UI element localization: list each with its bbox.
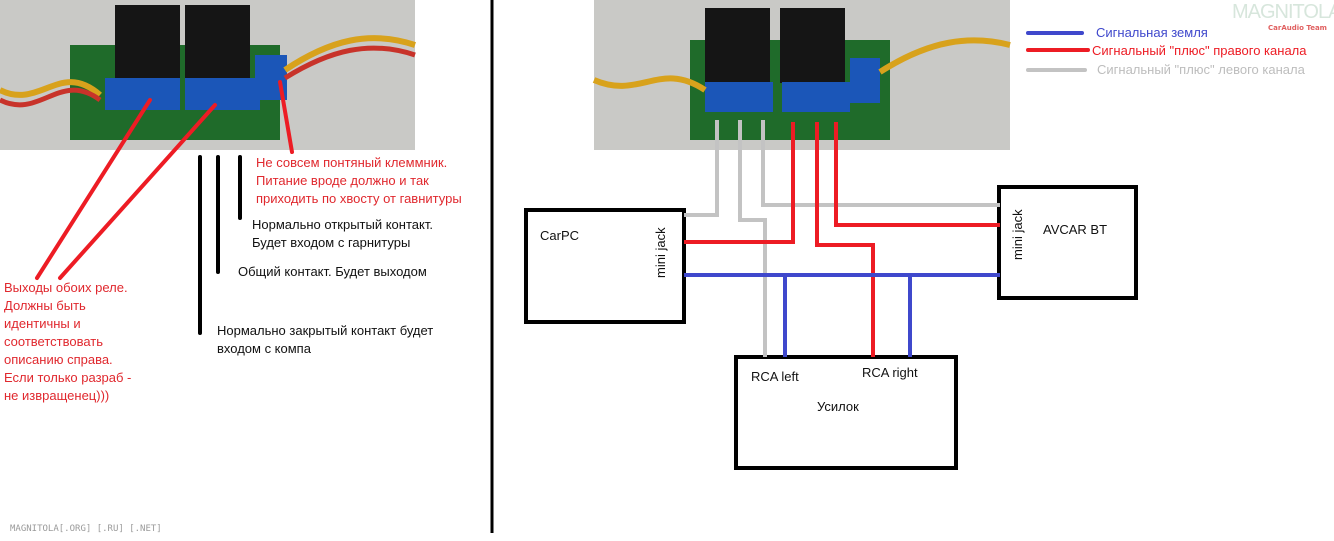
carpc-title: CarPC (540, 228, 580, 243)
text-line: Должны быть (4, 298, 86, 313)
text-line: Выходы обоих реле. (4, 280, 128, 295)
amp-box (734, 355, 958, 470)
legend-right-plus: Сигнальный "плюс" правого канала (1092, 43, 1307, 58)
carpc-jack-label: mini jack (653, 227, 668, 278)
magnitola-logo: MAGNITOLA (1232, 1, 1334, 23)
text-line: описанию справа. (4, 352, 113, 367)
left-annotation-lines (35, 80, 294, 335)
watermark: MAGNITOLA[.ORG] [.RU] [.NET] (10, 524, 162, 534)
common-contact-note: Общий контакт. Будет выходом (238, 264, 427, 279)
relay-board-photo-left (0, 0, 416, 150)
rca-left-label: RCA left (751, 369, 799, 384)
legend-left-plus: Сигнальный "плюс" левого канала (1097, 62, 1305, 77)
no-contact-note: Нормально открытый контакт. Будет входом… (252, 216, 433, 252)
terminal-note: Не совсем понтяный клеммник. Питание вро… (256, 154, 462, 208)
avcar-box (997, 185, 1138, 300)
avcar-jack-label: mini jack (1010, 209, 1025, 260)
text-line: Нормально открытый контакт. (252, 217, 433, 232)
logo-subtitle: CarAudio Team (1268, 24, 1327, 32)
relay-board-photo-right (592, 0, 1011, 150)
rca-right-label: RCA right (862, 365, 918, 380)
text-line: не извращенец))) (4, 388, 110, 403)
text-line: соответствовать (4, 334, 104, 349)
nc-contact-note: Нормально закрытый контакт будет входом … (217, 322, 433, 358)
amp-title: Усилок (817, 399, 859, 414)
outputs-note: Выходы обоих реле. Должны быть идентичны… (4, 279, 131, 405)
text-line: приходить по хвосту от гавнитуры (256, 191, 462, 206)
right-plus-wires (684, 122, 1000, 357)
text-line: Будет входом с гарнитуры (252, 235, 411, 250)
ground-wires (684, 273, 1000, 357)
left-plus-wires (684, 120, 1000, 357)
carpc-box (524, 208, 686, 324)
text-line: идентичны и (4, 316, 81, 331)
avcar-title: AVCAR BT (1043, 222, 1108, 237)
legend-ground: Сигнальная земля (1096, 25, 1208, 40)
text-line: входом с компа (217, 341, 311, 356)
text-line: Питание вроде должно и так (256, 173, 429, 188)
text-line: Не совсем понтяный клеммник. (256, 155, 448, 170)
legend-swatches (1026, 31, 1090, 72)
text-line: Если только разраб - (4, 370, 132, 385)
text-line: Нормально закрытый контакт будет (217, 323, 434, 338)
